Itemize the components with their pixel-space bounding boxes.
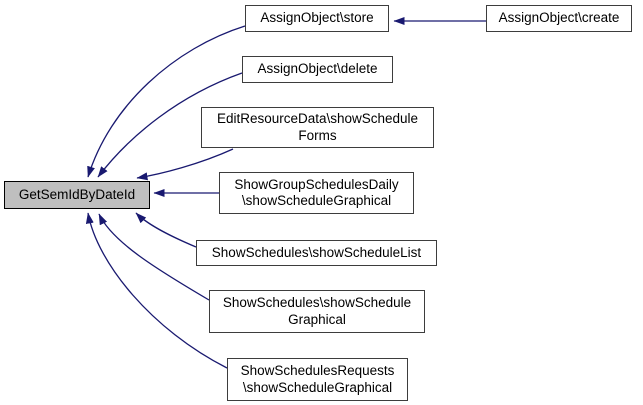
edge-showlist-to-getsemidbydateid (135, 212, 197, 248)
node-assignobject-delete[interactable]: AssignObject\delete (242, 56, 393, 83)
node-assignobject-create[interactable]: AssignObject\create (486, 5, 632, 32)
edge-requests-to-getsemidbydateid (85, 212, 228, 369)
edge-showgraphical-to-getsemidbydateid (98, 213, 210, 301)
node-editresourcedata-showscheduleforms[interactable]: EditResourceData\showSchedule Forms (201, 107, 434, 148)
edge-store-to-getsemidbydateid (87, 25, 246, 178)
node-getsemidbydateid: GetSemIdByDateId (4, 181, 150, 209)
node-assignobject-store[interactable]: AssignObject\store (245, 5, 389, 32)
node-showgroupschedulesdaily-showschedulegraphical[interactable]: ShowGroupSchedulesDaily \showScheduleGra… (219, 172, 414, 214)
node-showschedules-showschedulelist[interactable]: ShowSchedules\showScheduleList (196, 240, 437, 266)
node-showschedules-showschedulegraphical[interactable]: ShowSchedules\showSchedule Graphical (209, 290, 425, 333)
node-showschedulesrequests-showschedulegraphical[interactable]: ShowSchedulesRequests \showScheduleGraph… (227, 358, 408, 401)
